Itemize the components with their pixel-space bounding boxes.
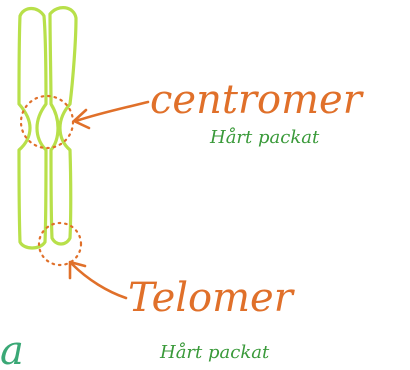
telomere-note: Hårt packat bbox=[159, 341, 270, 363]
chromosome-right-chromatid bbox=[50, 8, 76, 244]
centromere-note: Hårt packat bbox=[209, 126, 320, 148]
telomere-label: Telomer bbox=[128, 275, 296, 321]
panel-letter: a bbox=[0, 328, 24, 370]
chromosome-left-chromatid bbox=[19, 9, 46, 249]
centromere-label: centromer bbox=[150, 77, 365, 123]
telomere-arrow bbox=[72, 264, 126, 298]
centromere-arrow bbox=[76, 102, 148, 121]
